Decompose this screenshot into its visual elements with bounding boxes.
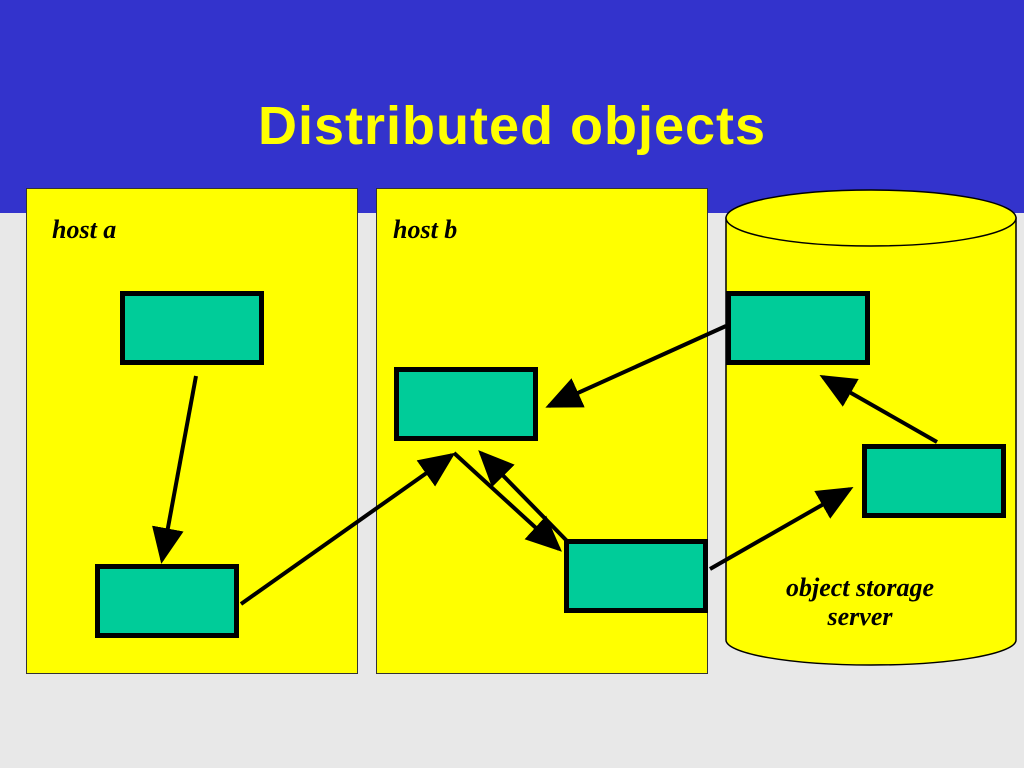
slide-title: Distributed objects: [257, 96, 767, 156]
object-a-bottom: [95, 564, 239, 638]
object-storage-top: [726, 291, 870, 365]
object-a-top: [120, 291, 264, 365]
object-b-top: [394, 367, 538, 441]
arrow-b-bottom-to-storage: [709, 487, 854, 571]
arrow-b-top-to-b-bottom: [452, 451, 562, 552]
arrow-storage-to-b-top: [545, 324, 727, 408]
object-storage-bottom: [862, 444, 1006, 518]
arrow-storage-bottom-to-storage-top: [819, 375, 938, 444]
header-band: [0, 0, 1024, 213]
arrow-a-bottom-to-b-top: [239, 452, 456, 606]
storage-label-line-1: object storage: [785, 573, 935, 602]
storage-label-line-2: server: [827, 601, 893, 631]
storage-cylinder-top: [725, 189, 1017, 247]
object-b-bottom: [564, 539, 708, 613]
arrow-a-top-to-a-bottom: [152, 375, 198, 564]
host-a-label: host a: [52, 215, 117, 244]
storage-server-label: object storage server: [740, 573, 980, 631]
arrow-b-bottom-to-b-top: [478, 450, 569, 543]
host-b-label: host b: [393, 215, 458, 244]
